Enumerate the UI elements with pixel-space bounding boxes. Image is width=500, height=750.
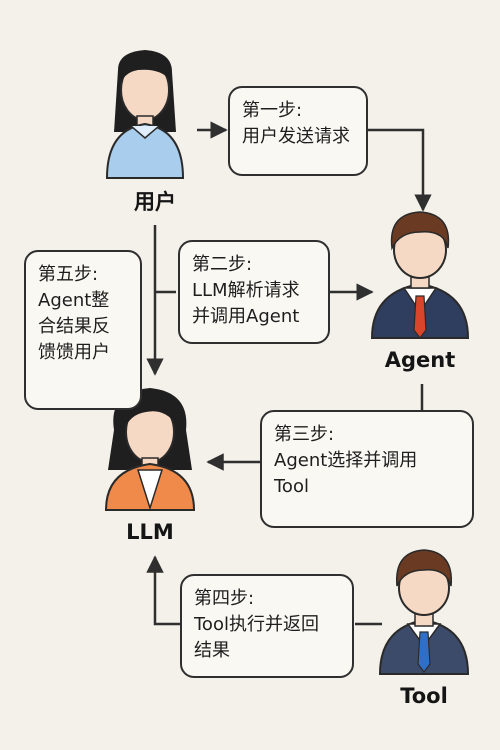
step4-text-2: 结果: [194, 640, 230, 661]
agent-avatar-icon: [370, 211, 470, 339]
step4-box: 第四步: Tool执行并返回 结果: [180, 574, 354, 678]
step3-box: 第三步: Agent选择并调用 Tool: [260, 410, 474, 528]
step4-title: 第四步:: [194, 588, 255, 609]
arrow-step4-to-llm: [146, 555, 180, 626]
step5-title: 第五步:: [38, 264, 99, 285]
step5-text-2: 合结果反: [38, 316, 110, 337]
actor-label-llm: LLM: [126, 520, 174, 544]
user-avatar-icon: [105, 50, 185, 179]
step2-text-1: LLM解析请求: [192, 280, 300, 301]
actor-label-tool: Tool: [400, 684, 448, 708]
step5-text-3: 馈馈用户: [38, 342, 110, 363]
step3-text-2: Tool: [274, 476, 309, 497]
actor-label-user: 用户: [134, 190, 176, 214]
step5-text-1: Agent整: [38, 290, 110, 311]
step2-title: 第二步:: [192, 254, 253, 275]
step2-box: 第二步: LLM解析请求 并调用Agent: [178, 240, 330, 344]
tool-avatar-icon: [378, 549, 470, 675]
step1-title: 第一步:: [242, 100, 303, 121]
step1-box: 第一步: 用户发送请求: [228, 86, 368, 176]
actor-label-agent: Agent: [384, 348, 456, 372]
step3-text-1: Agent选择并调用: [274, 450, 418, 471]
step5-box: 第五步: Agent整 合结果反 馈馈用户: [24, 250, 142, 410]
step2-text-2: 并调用Agent: [192, 306, 300, 327]
step4-text-1: Tool执行并返回: [194, 614, 319, 635]
step3-title: 第三步:: [274, 424, 335, 445]
arrow-step1-to-agent: [368, 128, 432, 212]
step1-text: 用户发送请求: [242, 126, 350, 147]
